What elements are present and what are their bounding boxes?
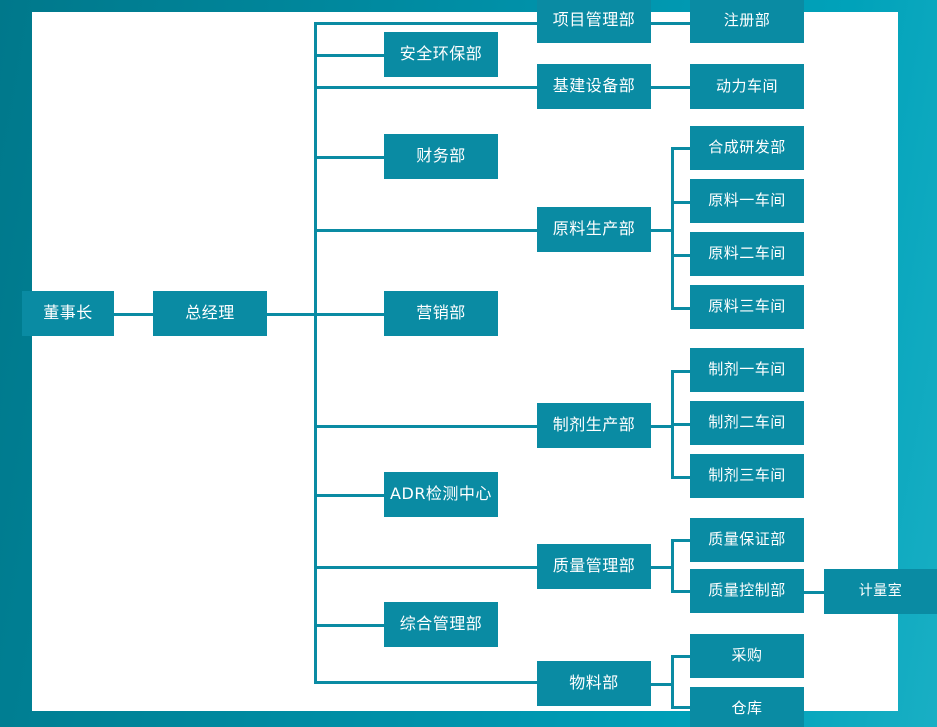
connector-materials-to-purchasing xyxy=(671,655,693,658)
node-label: 质量控制部 xyxy=(708,581,786,600)
connector-branch-infrastructure xyxy=(314,86,537,89)
node-quality-assurance[interactable]: 质量保证部 xyxy=(690,518,804,562)
node-label: 质量保证部 xyxy=(708,530,786,549)
node-label: 制剂一车间 xyxy=(708,360,786,379)
node-label: 董事长 xyxy=(43,303,93,323)
connector-branch-materials xyxy=(314,681,537,684)
node-raw-workshop-1[interactable]: 原料一车间 xyxy=(690,179,804,223)
node-prep-workshop-1[interactable]: 制剂一车间 xyxy=(690,348,804,392)
connector-branch-adr xyxy=(314,494,384,497)
connector-prep-to-workshop-1 xyxy=(671,370,693,373)
node-adr-center[interactable]: ADR检测中心 xyxy=(384,472,498,517)
connector-gm-to-trunk xyxy=(267,313,317,316)
node-label: 注册部 xyxy=(723,10,771,29)
node-raw-material-production[interactable]: 原料生产部 xyxy=(537,207,651,252)
connector-materials-to-warehouse xyxy=(671,706,693,709)
node-materials[interactable]: 物料部 xyxy=(537,661,651,706)
connector-quality-to-control xyxy=(671,590,693,593)
node-label: 动力车间 xyxy=(715,76,778,95)
node-label: 安全环保部 xyxy=(399,44,483,64)
node-registration[interactable]: 注册部 xyxy=(690,0,804,43)
node-label: 制剂生产部 xyxy=(552,415,636,435)
node-power-workshop[interactable]: 动力车间 xyxy=(690,64,804,109)
node-chairman[interactable]: 董事长 xyxy=(22,291,114,336)
node-prep-workshop-3[interactable]: 制剂三车间 xyxy=(690,454,804,498)
node-label: 原料生产部 xyxy=(552,219,636,239)
node-label: 综合管理部 xyxy=(399,614,483,634)
node-preparation-production[interactable]: 制剂生产部 xyxy=(537,403,651,448)
connector-main-trunk xyxy=(314,22,317,682)
node-label: 制剂三车间 xyxy=(708,466,786,485)
connector-branch-general-administration xyxy=(314,624,384,627)
connector-branch-quality-management xyxy=(314,566,537,569)
connector-branch-finance xyxy=(314,156,384,159)
connector-prep-to-workshop-2 xyxy=(671,423,693,426)
node-label: 制剂二车间 xyxy=(708,413,786,432)
connector-branch-raw-material xyxy=(314,229,537,232)
connector-branch-marketing xyxy=(314,313,384,316)
connector-prep-to-workshop-3 xyxy=(671,476,693,479)
connector-raw-material-stub xyxy=(651,229,674,232)
node-general-manager[interactable]: 总经理 xyxy=(153,291,267,336)
connector-branch-preparation xyxy=(314,425,537,428)
connector-project-management-to-registration xyxy=(651,22,690,25)
node-label: 基建设备部 xyxy=(552,76,636,96)
connector-raw-to-workshop-1 xyxy=(671,201,693,204)
node-synthesis-rd[interactable]: 合成研发部 xyxy=(690,126,804,170)
connector-branch-project-management xyxy=(314,22,537,25)
node-label: 计量室 xyxy=(858,583,903,600)
node-quality-management[interactable]: 质量管理部 xyxy=(537,544,651,589)
connector-raw-material-spine xyxy=(671,147,674,310)
node-project-management[interactable]: 项目管理部 xyxy=(537,0,651,43)
connector-branch-safety-environment xyxy=(314,54,384,57)
node-safety-environment[interactable]: 安全环保部 xyxy=(384,32,498,77)
connector-quality-to-assurance xyxy=(671,539,693,542)
connector-infrastructure-to-power-workshop xyxy=(651,86,690,89)
node-label: 财务部 xyxy=(416,146,466,166)
node-purchasing[interactable]: 采购 xyxy=(690,634,804,678)
node-label: 原料二车间 xyxy=(708,244,786,263)
node-metrology-room[interactable]: 计量室 xyxy=(824,569,937,614)
node-label: 仓库 xyxy=(731,699,763,718)
node-label: 总经理 xyxy=(185,303,235,323)
node-label: 原料三车间 xyxy=(708,297,786,316)
connector-materials-stub xyxy=(651,683,674,686)
connector-chairman-to-gm xyxy=(114,313,153,316)
node-prep-workshop-2[interactable]: 制剂二车间 xyxy=(690,401,804,445)
node-infrastructure-equipment[interactable]: 基建设备部 xyxy=(537,64,651,109)
connector-raw-to-workshop-3 xyxy=(671,307,693,310)
connector-quality-control-to-metrology xyxy=(804,591,825,594)
node-label: 营销部 xyxy=(416,303,466,323)
node-general-administration[interactable]: 综合管理部 xyxy=(384,602,498,647)
node-label: 合成研发部 xyxy=(708,138,786,157)
node-label: 质量管理部 xyxy=(552,556,636,576)
connector-preparation-stub xyxy=(651,425,674,428)
node-label: 项目管理部 xyxy=(552,10,636,30)
node-label: 原料一车间 xyxy=(708,191,786,210)
connector-quality-management-stub xyxy=(651,566,674,569)
node-label: 采购 xyxy=(731,646,763,665)
node-raw-workshop-2[interactable]: 原料二车间 xyxy=(690,232,804,276)
node-warehouse[interactable]: 仓库 xyxy=(690,687,804,727)
node-label: 物料部 xyxy=(569,673,619,693)
node-raw-workshop-3[interactable]: 原料三车间 xyxy=(690,285,804,329)
connector-quality-management-spine xyxy=(671,539,674,593)
node-quality-control[interactable]: 质量控制部 xyxy=(690,569,804,613)
node-marketing[interactable]: 营销部 xyxy=(384,291,498,336)
node-label: ADR检测中心 xyxy=(390,484,492,504)
connector-raw-to-synthesis-rd xyxy=(671,147,693,150)
connector-raw-to-workshop-2 xyxy=(671,254,693,257)
connector-materials-spine xyxy=(671,655,674,707)
node-finance[interactable]: 财务部 xyxy=(384,134,498,179)
